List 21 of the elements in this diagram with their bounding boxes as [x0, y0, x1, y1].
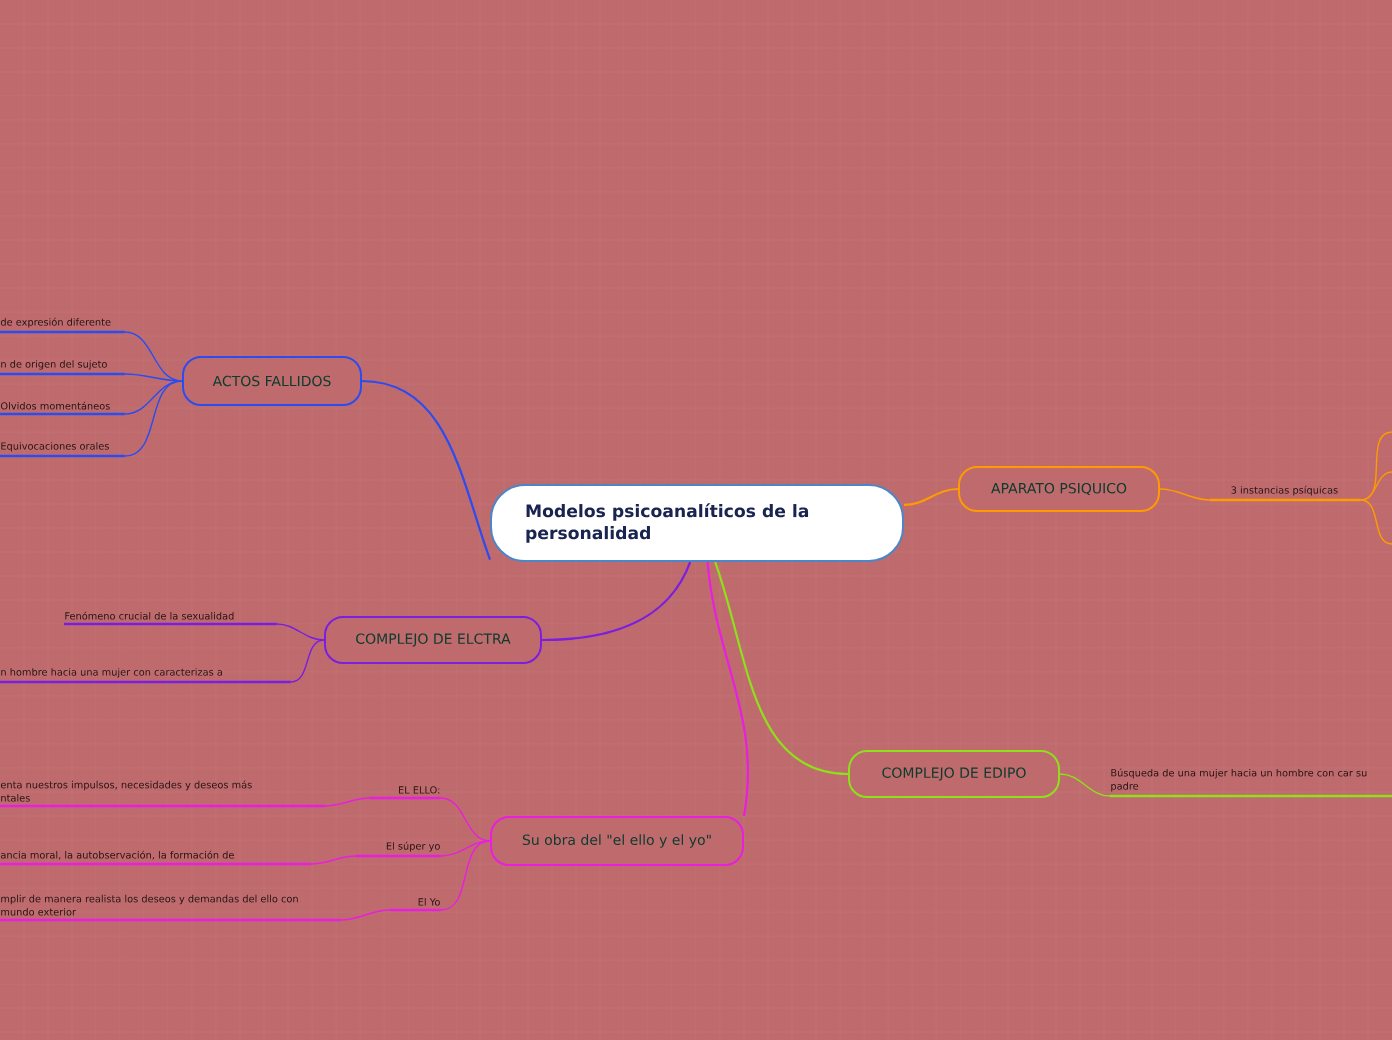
- connector: [903, 487, 959, 506]
- connector: [542, 561, 692, 642]
- connector: [310, 855, 357, 865]
- connector: [124, 380, 183, 457]
- connector: [124, 373, 183, 382]
- connector: [706, 561, 749, 817]
- connector: [440, 840, 491, 857]
- connector: [1159, 488, 1211, 501]
- connector: [340, 909, 391, 921]
- central-topic-box: Modelos psicoanalíticos de la personalidad: [490, 484, 904, 562]
- connector: [440, 797, 491, 842]
- connector: [1059, 773, 1111, 797]
- connector: [290, 639, 325, 683]
- connector: [361, 379, 492, 560]
- connector: [124, 380, 183, 415]
- connector: [714, 561, 849, 776]
- connector: [276, 623, 325, 641]
- connector: [1360, 471, 1392, 501]
- connector: [440, 840, 491, 911]
- connector: [324, 797, 371, 807]
- connector: [1360, 499, 1392, 545]
